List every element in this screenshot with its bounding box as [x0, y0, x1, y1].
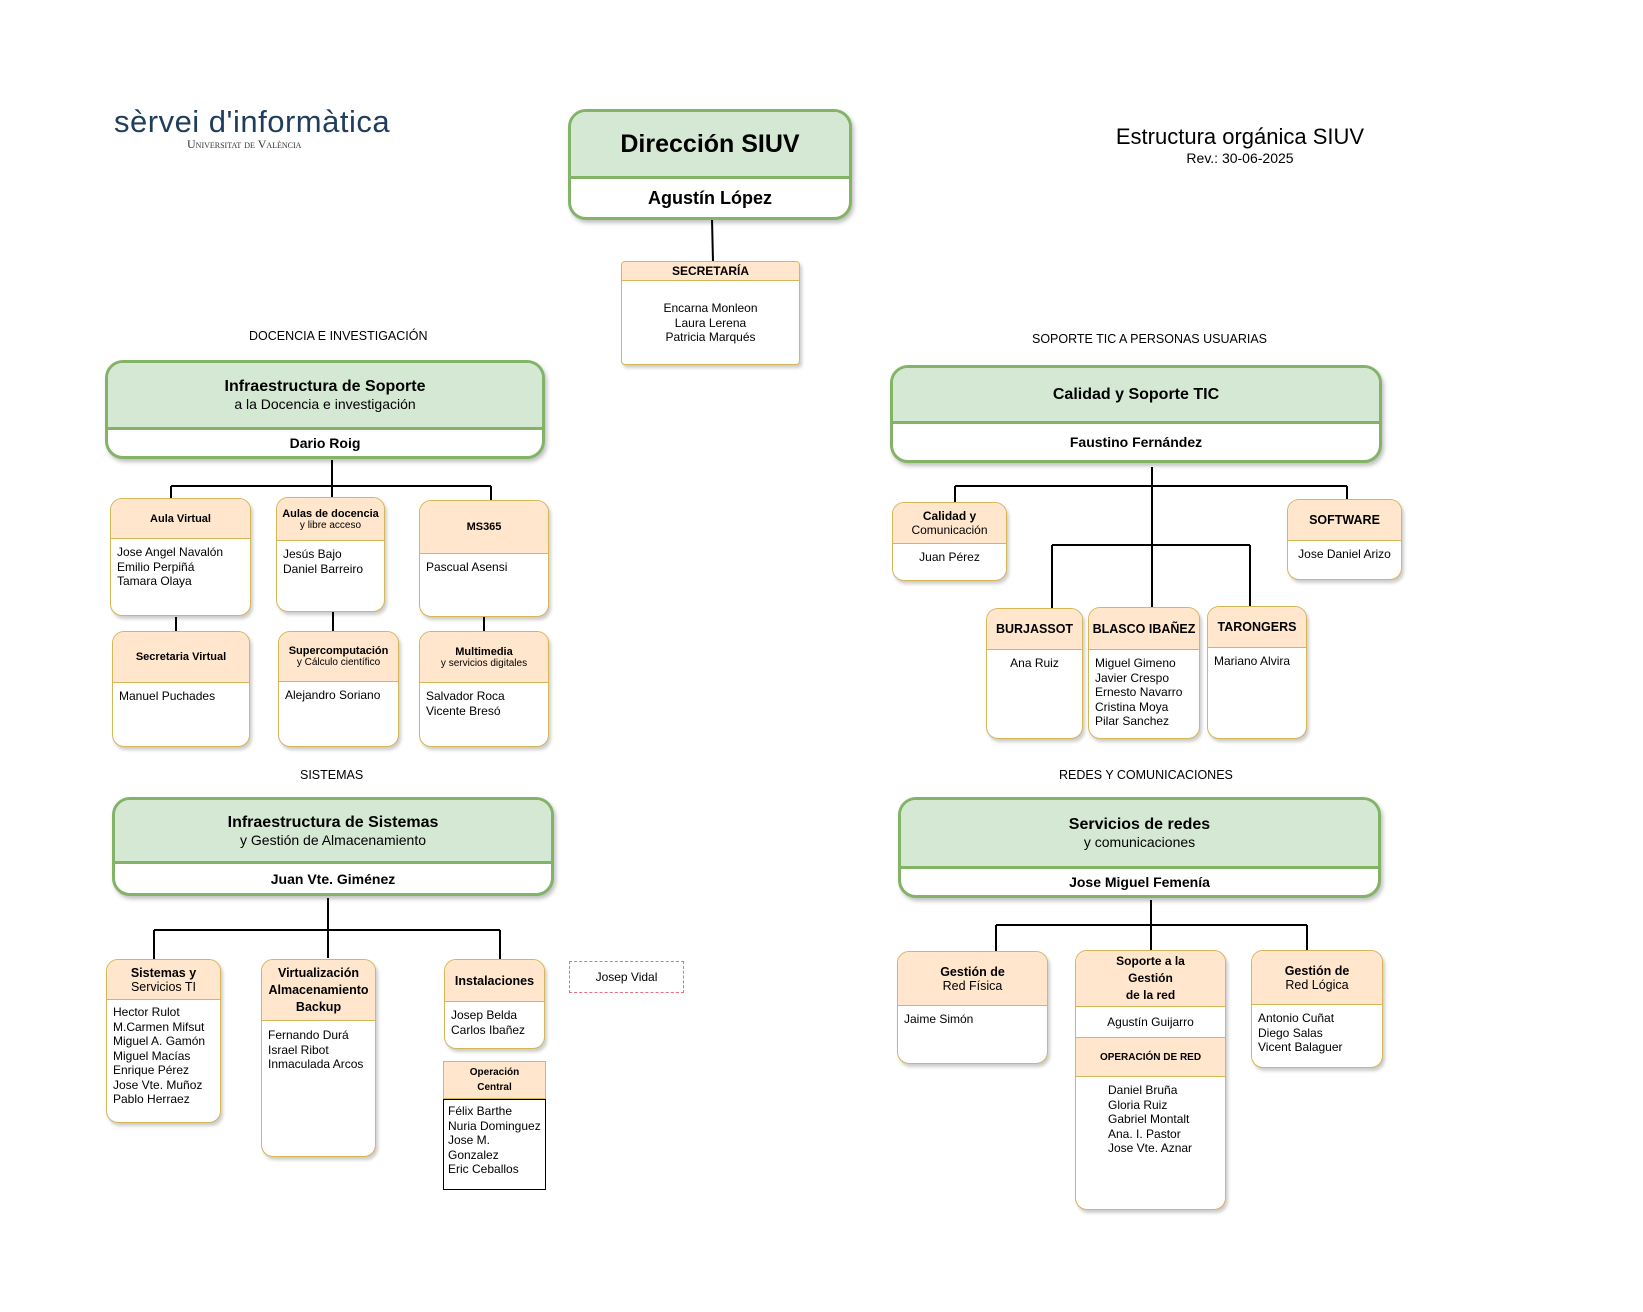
team-title: TARONGERS — [1217, 620, 1297, 634]
team-title: Virtualización Almacenamiento Backup — [268, 965, 369, 1014]
team-title: Aula Virtual — [150, 512, 211, 525]
redes-head: Jose Miguel Femenía — [1069, 874, 1210, 890]
team-instalaciones: Instalaciones Josep Belda Carlos Ibañez — [444, 959, 545, 1049]
calidad-title: Calidad y Soporte TIC — [1052, 385, 1220, 403]
calidad-head: Faustino Fernández — [1069, 434, 1203, 450]
infra-sistemas-subtitle: y Gestión de Almacenamiento — [240, 831, 426, 848]
direccion-title: Dirección SIUV — [620, 129, 800, 158]
section-sistemas: SISTEMAS — [300, 768, 364, 782]
team-title: MS365 — [466, 521, 502, 533]
team-multimedia: Multimedia y servicios digitales Salvado… — [419, 631, 549, 747]
team-subtitle: y servicios digitales — [440, 657, 528, 669]
team-aulas-docencia: Aulas de docencia y libre acceso Jesús B… — [276, 497, 385, 612]
logo: sèrvei d'informàtica Universitat de Valè… — [114, 104, 434, 156]
team-burjassot: BURJASSOT Ana Ruiz — [986, 608, 1083, 739]
infra-soporte-head: Dario Roig — [289, 435, 361, 451]
redes-subtitle: y comunicaciones — [1083, 834, 1196, 850]
team-red-logica: Gestión de Red Lógica Antonio Cuñat Dieg… — [1251, 950, 1383, 1068]
unit-infra-soporte: Infraestructura de Soporte a la Docencia… — [105, 360, 545, 459]
team-title: Operación Central — [469, 1067, 520, 1093]
team-members: Miguel Gimeno Javier Crespo Ernesto Nava… — [1095, 656, 1183, 728]
team-virtualizacion: Virtualización Almacenamiento Backup Fer… — [261, 959, 376, 1157]
team-title: Gestión de — [1284, 963, 1350, 978]
team-subtitle: Red Lógica — [1285, 977, 1349, 992]
team-title-box: Operación Central — [443, 1061, 546, 1099]
team-members: Mariano Alvira — [1214, 654, 1291, 668]
team-subtitle: Comunicación — [911, 523, 988, 537]
team-members: Salvador Roca Vicente Bresó — [426, 689, 505, 718]
team-members: Jaime Simón — [904, 1012, 974, 1026]
page-title: Estructura orgánica SIUV — [1115, 124, 1365, 149]
team-sistemas-ti: Sistemas y Servicios TI Hector Rulot M.C… — [106, 959, 221, 1123]
team-tarongers: TARONGERS Mariano Alvira — [1207, 606, 1307, 739]
team-title: Aulas de docencia — [282, 507, 379, 520]
direccion-box: Dirección SIUV Agustín López — [568, 109, 852, 220]
page-header: Estructura orgánica SIUV Rev.: 30-06-202… — [1080, 124, 1400, 166]
unit-calidad: Calidad y Soporte TIC Faustino Fernández — [890, 365, 1382, 463]
direccion-head: Agustín López — [648, 187, 772, 208]
team-title: SOFTWARE — [1309, 513, 1380, 527]
team-title: Secretaria Virtual — [135, 651, 227, 663]
team-title: Instalaciones — [454, 973, 535, 988]
logo-sub: Universitat de València — [187, 137, 302, 151]
team-members: Jose Daniel Arizo — [1298, 547, 1391, 561]
infra-sistemas-title: Infraestructura de Sistemas — [227, 813, 439, 831]
revision-date: Rev.: 30-06-2025 — [1186, 150, 1294, 166]
team-members: Fernando Durá Israel Ribot Inmaculada Ar… — [268, 1028, 364, 1071]
team-members: Juan Pérez — [919, 550, 980, 564]
team-title: Sistemas y — [130, 965, 197, 980]
team-soporte-red: Soporte a la Gestión de la red Agustín G… — [1075, 950, 1226, 1210]
secretaria-box: SECRETARÍA Encarna Monleon Laura Lerena … — [621, 261, 800, 365]
team-members: Jose Angel Navalón Emilio Perpiñá Tamara… — [117, 545, 224, 588]
infra-soporte-subtitle: a la Docencia e investigación — [234, 396, 416, 412]
infra-sistemas-head: Juan Vte. Giménez — [270, 870, 396, 887]
team-members: Manuel Puchades — [119, 689, 216, 703]
team-subtitle: Red Física — [942, 978, 1003, 993]
team-members: Ana Ruiz — [1010, 656, 1059, 670]
team-title: Soporte a la Gestión de la red — [1116, 954, 1185, 1002]
unit-infra-sistemas: Infraestructura de Sistemas y Gestión de… — [112, 797, 554, 896]
team-title: BURJASSOT — [995, 622, 1074, 636]
team-blasco-ibanez: BLASCO IBAÑEZ Miguel Gimeno Javier Cresp… — [1088, 607, 1200, 739]
team-subtitle: y libre acceso — [299, 519, 362, 531]
team-title: Multimedia — [455, 645, 513, 658]
team-title: Supercomputación — [288, 645, 389, 657]
team-members: Hector Rulot M.Carmen Mifsut Miguel A. G… — [113, 1005, 206, 1106]
team-members: Antonio Cuñat Diego Salas Vicent Balague… — [1258, 1011, 1343, 1054]
section-docencia: DOCENCIA E INVESTIGACIÓN — [249, 329, 428, 343]
team-head: Agustín Guijarro — [1076, 1007, 1225, 1038]
team-software: SOFTWARE Jose Daniel Arizo — [1287, 499, 1402, 580]
unit-redes: Servicios de redes y comunicaciones Jose… — [898, 797, 1381, 898]
team-operacion-central: Operación Central Félix Barthe Nuria Dom… — [443, 1061, 546, 1191]
secretaria-members: Encarna Monleon Laura Lerena Patricia Ma… — [663, 301, 758, 344]
team-title: Calidad y — [922, 509, 977, 523]
team-title: BLASCO IBAÑEZ — [1092, 621, 1196, 636]
redes-title: Servicios de redes — [1068, 816, 1211, 833]
team-members: Pascual Asensi — [426, 560, 508, 574]
team-members: Jesús Bajo Daniel Barreiro — [283, 547, 364, 576]
section-soporte: SOPORTE TIC A PERSONAS USUARIAS — [1032, 332, 1268, 346]
secretaria-title: SECRETARÍA — [671, 264, 750, 278]
team-subtitle: y Cálculo científico — [296, 657, 381, 668]
team-subtitle: Servicios TI — [130, 979, 197, 994]
team-title: Gestión de — [940, 964, 1005, 979]
team-red-fisica: Gestión de Red Física Jaime Simón — [897, 951, 1048, 1064]
team-members: Félix Barthe Nuria Dominguez Jose M. Gon… — [443, 1099, 546, 1190]
logo-main: sèrvei d'informàtica — [114, 104, 391, 139]
team-calidad-comunicacion: Calidad y Comunicación Juan Pérez — [892, 502, 1007, 581]
team-ms365: MS365 Pascual Asensi — [419, 500, 549, 617]
team-members: Alejandro Soriano — [285, 688, 381, 702]
operacion-red-title: OPERACIÓN DE RED — [1099, 1051, 1202, 1063]
team-supercomputacion: Supercomputación y Cálculo científico Al… — [278, 631, 399, 747]
section-redes: REDES Y COMUNICACIONES — [1059, 768, 1233, 782]
team-secretaria-virtual: Secretaria Virtual Manuel Puchades — [112, 631, 250, 747]
team-members: Josep Belda Carlos Ibañez — [451, 1008, 526, 1037]
josep-vidal-box: Josep Vidal — [569, 961, 684, 993]
infra-soporte-title: Infraestructura de Soporte — [224, 378, 426, 395]
josep-vidal-name: Josep Vidal — [595, 970, 658, 984]
team-aula-virtual: Aula Virtual Jose Angel Navalón Emilio P… — [110, 498, 251, 616]
team-members: Daniel Bruña Gloria Ruiz Gabriel Montalt… — [1108, 1083, 1193, 1155]
